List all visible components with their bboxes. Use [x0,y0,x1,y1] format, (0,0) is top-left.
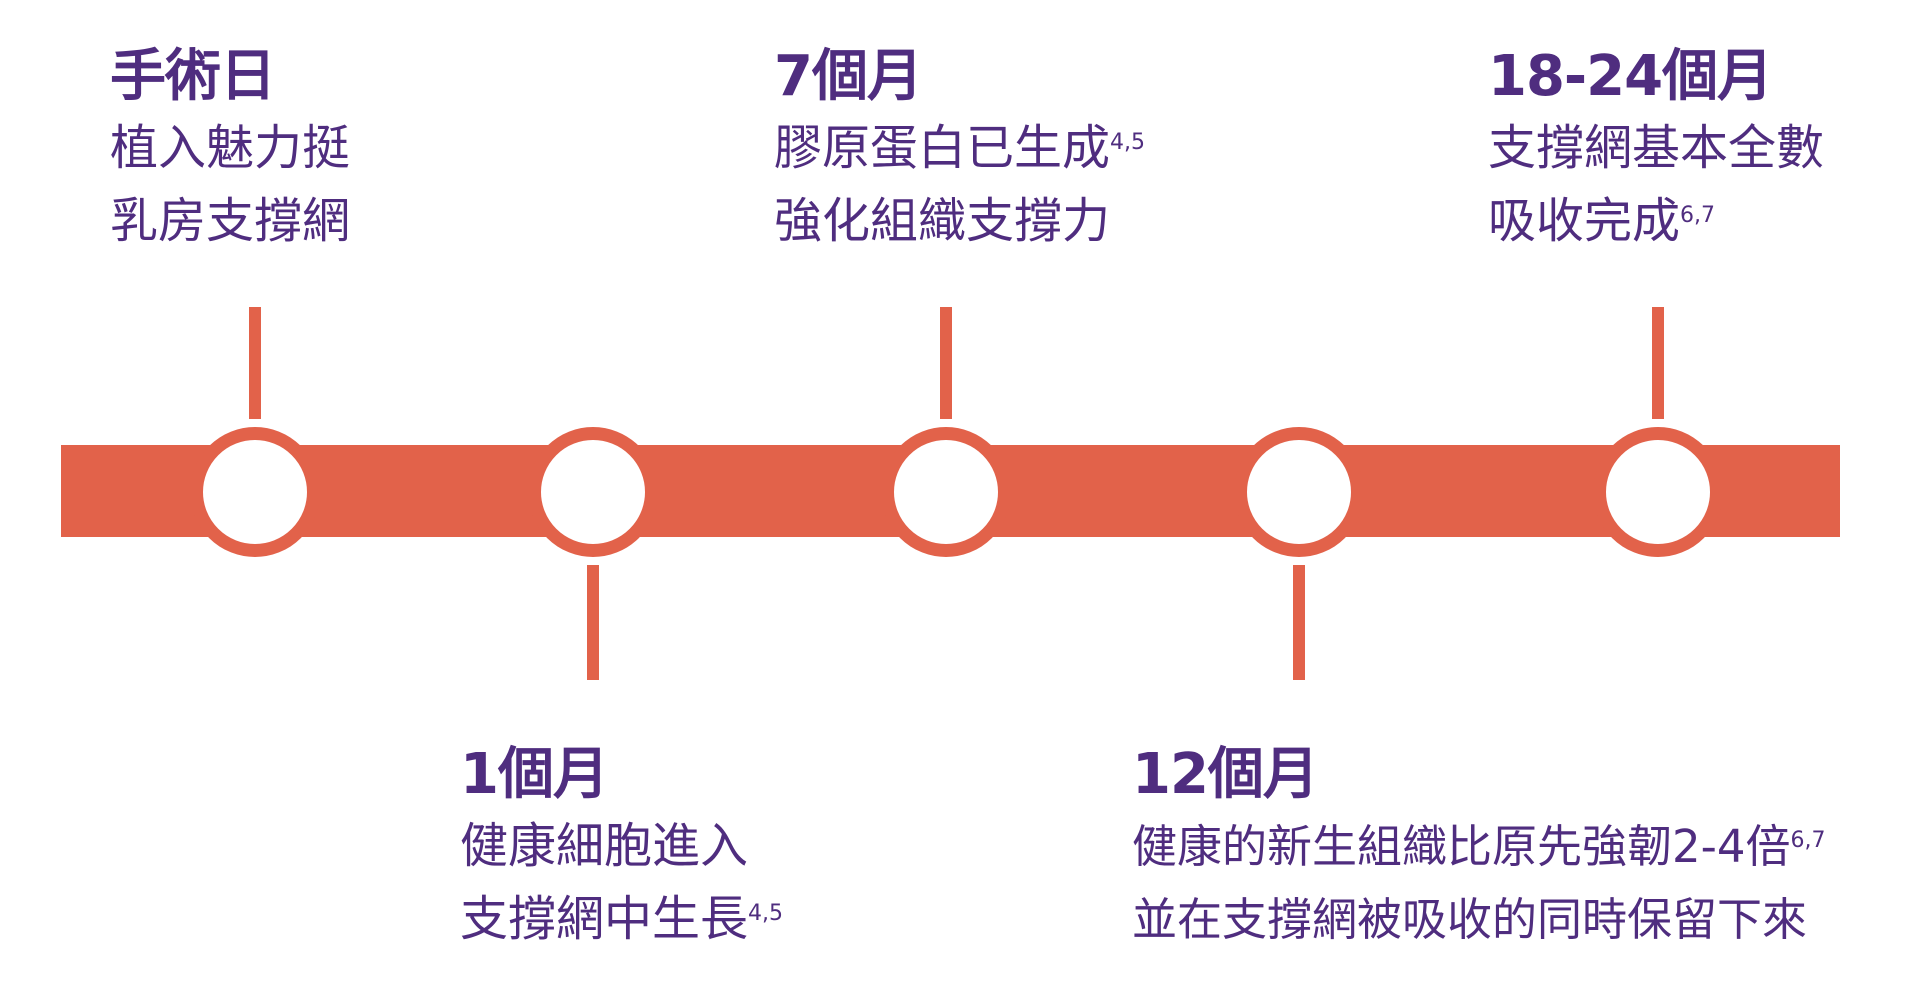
milestone-1-month: 1個月 健康細胞進入 支撐網中生長4,5 [460,740,783,956]
stem-12-months [1293,565,1305,680]
stem-7-months [940,307,952,419]
milestone-line: 並在支撐網被吸收的同時保留下來 [1132,893,1808,946]
reference-superscript: 6,7 [1680,203,1716,228]
milestone-line: 健康的新生組織比原先強韌2-4倍 [1132,820,1791,873]
reference-superscript: 6,7 [1790,828,1826,853]
milestone-line: 支撐網基本全數 [1488,120,1825,176]
milestone-line: 乳房支撐網 [110,193,351,249]
stem-1-month [587,565,599,680]
node-12-months [1234,427,1364,557]
milestone-title: 1個月 [460,742,609,807]
milestone-title: 手術日 [110,44,276,109]
milestone-line: 吸收完成 [1488,193,1681,249]
stem-surgery-day [249,307,261,419]
milestone-line: 健康細胞進入 [460,818,749,874]
stem-18-24-months [1652,307,1664,419]
milestone-surgery-day: 手術日 植入魅力挺 乳房支撐網 [110,42,350,258]
milestone-line: 強化組織支撐力 [774,193,1111,249]
milestone-title: 12個月 [1132,742,1319,807]
milestone-line: 膠原蛋白已生成 [774,120,1111,176]
milestone-title: 18-24個月 [1488,44,1773,109]
milestone-18-24-months: 18-24個月 支撐網基本全數 吸收完成6,7 [1488,42,1824,258]
milestone-title: 7個月 [774,44,923,109]
node-7-months [881,427,1011,557]
milestone-12-months: 12個月 健康的新生組織比原先強韌2-4倍6,7 並在支撐網被吸收的同時保留下來 [1132,740,1826,956]
milestone-line: 植入魅力挺 [110,120,351,176]
node-1-month [528,427,658,557]
reference-superscript: 4,5 [1110,130,1146,155]
node-18-24-months [1593,427,1723,557]
milestone-line: 支撐網中生長 [460,891,749,947]
node-surgery-day [190,427,320,557]
reference-superscript: 4,5 [748,901,784,926]
milestone-7-months: 7個月 膠原蛋白已生成4,5 強化組織支撐力 [774,42,1145,258]
